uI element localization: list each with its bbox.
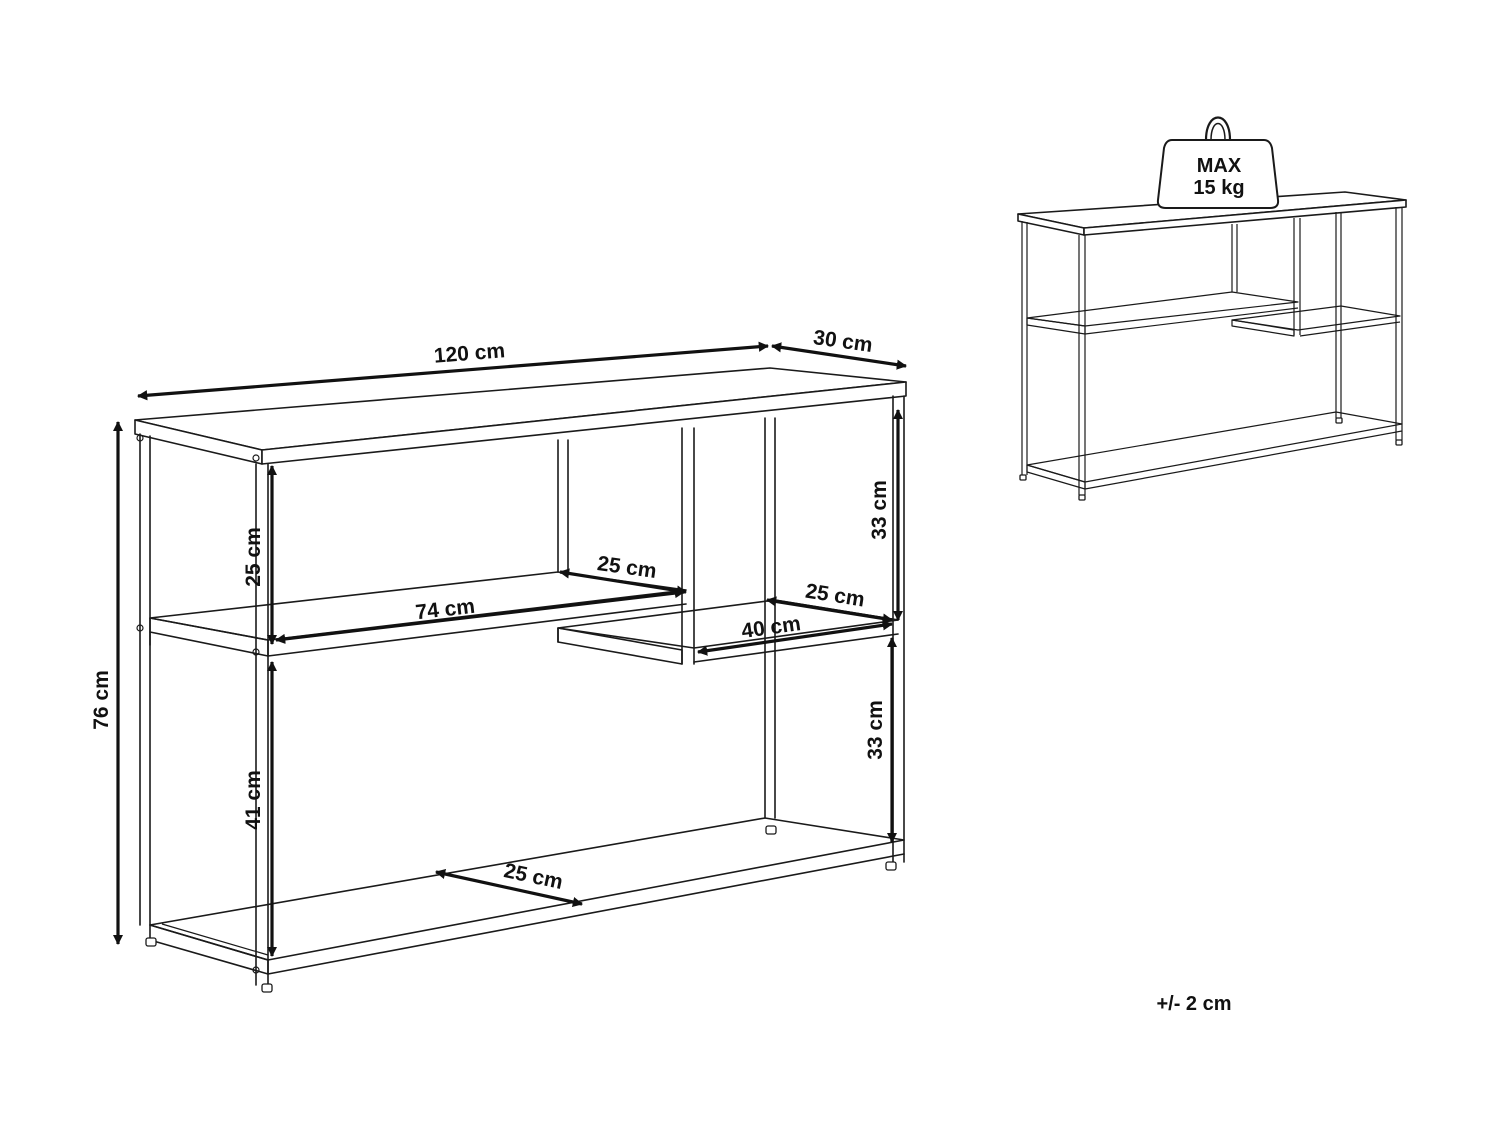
right-shelf-depth-arrow [765,596,894,624]
tolerance-note: +/- 2 cm [1156,993,1231,1015]
upper-right-height-label: 33 cm [868,480,891,540]
right-shelf-width-arrow [696,620,894,656]
bottom-shelf-depth-arrow [434,868,584,908]
front-frame [255,395,905,986]
width-label: 120 cm [433,339,506,368]
back-frame [139,417,776,926]
shelf-width-arrow [274,587,686,645]
height-label: 76 cm [90,670,113,730]
table-top [134,367,907,465]
dimension-arrows [112,341,908,958]
feet [145,825,897,993]
shelf-width-label: 74 cm [414,595,476,625]
upper-left-height-label: 25 cm [242,527,265,587]
shelf-depth-arrow [558,568,688,596]
lower-left-height-label: 41 cm [242,770,265,830]
preview-table-drawing [1017,191,1407,501]
lower-right-height-label: 33 cm [864,700,887,760]
weight-icon: MAX 15 kg [1156,116,1280,209]
width-arrow [136,341,770,401]
weight-line2: 15 kg [1193,177,1244,199]
joint-bolts [136,434,260,974]
main-table-drawing [134,367,907,993]
depth-arrow [770,342,908,370]
bottom-shelf [149,817,905,975]
weight-line1: MAX [1197,155,1242,177]
